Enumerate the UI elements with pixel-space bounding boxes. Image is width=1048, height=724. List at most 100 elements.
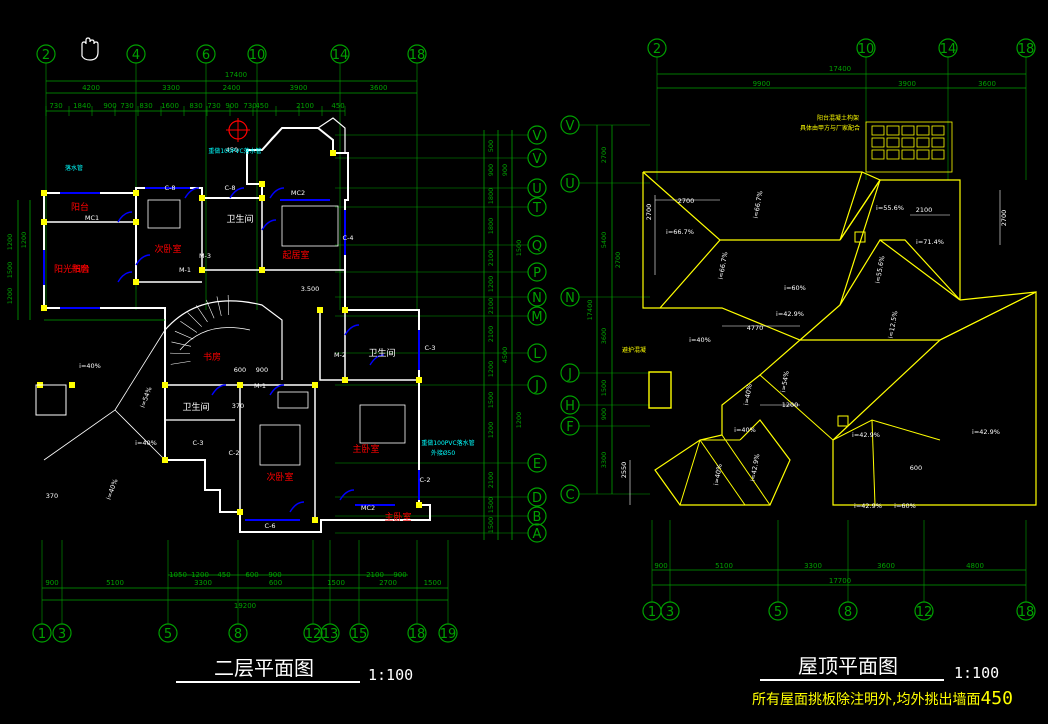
left-dim-top2: 450 xyxy=(255,102,268,110)
pergola-cell xyxy=(871,125,885,136)
second-floor-walls xyxy=(35,117,431,533)
left-dim-bottom1: 1050 xyxy=(169,571,187,579)
pergola-cell xyxy=(901,149,915,160)
pergola-frame xyxy=(865,121,953,173)
right-vdim: 1500 xyxy=(600,380,608,397)
room-label: 卫生间 xyxy=(226,213,253,225)
roof-slope-label: i=12.5% xyxy=(887,310,900,339)
column xyxy=(41,219,47,225)
slope-label: i=40% xyxy=(135,439,157,447)
room-label: 主卧室 xyxy=(384,511,411,523)
annotation-label: 600 xyxy=(234,366,246,374)
left-grid-row-E-label: E xyxy=(533,457,541,472)
pergola-cell xyxy=(886,149,900,160)
left-dim-top2: 730 xyxy=(49,102,62,110)
right-vdim: 2700 xyxy=(600,147,608,164)
roof-hip xyxy=(832,419,941,441)
room-label: 书房 xyxy=(203,351,221,363)
bay-window xyxy=(317,117,346,153)
annotation-label: MC2 xyxy=(361,504,375,512)
bed xyxy=(359,404,406,444)
annotation-label: C-8 xyxy=(224,184,235,192)
pergola-cell xyxy=(871,149,885,160)
left-grid-row-J-circle xyxy=(527,375,547,395)
left-vdim: 1200 xyxy=(515,412,523,429)
annotation-label: C-3 xyxy=(192,439,203,447)
column xyxy=(133,219,139,225)
roof-inner-dim: 2100 xyxy=(916,206,933,214)
right-plan-scale: 1:100 xyxy=(954,664,1000,682)
left-dim-top2: 830 xyxy=(189,102,202,110)
roof-slope-label: i=60% xyxy=(894,502,916,510)
annotation-label: C-3 xyxy=(424,344,435,352)
roof-hip xyxy=(679,439,740,506)
room-label: 次卧室 xyxy=(154,243,181,255)
left-grid-row-V-label: V xyxy=(533,129,542,144)
left-grid-row-A-label: A xyxy=(533,527,542,542)
roof-note: 避护混凝 xyxy=(622,346,646,354)
cyan-note: 重做100PVC落水管 xyxy=(208,147,261,155)
column xyxy=(237,382,243,388)
right-grid-row-V-label: V xyxy=(566,119,575,134)
room-label: 阳光阳台 xyxy=(54,263,90,275)
column xyxy=(416,502,422,508)
skylight xyxy=(35,384,67,416)
room-label: 书房 xyxy=(71,263,89,275)
left-grid-row-P-label: P xyxy=(533,266,541,281)
annotation-label: M-1 xyxy=(254,382,266,390)
door-swing xyxy=(339,489,355,501)
pergola-cell xyxy=(871,137,885,148)
left-axis-bottom-18-label: 18 xyxy=(409,627,426,642)
right-axis-top-18-label: 18 xyxy=(1018,42,1035,57)
left-dim-bottom2: 1500 xyxy=(327,579,345,587)
roof-inner-dim: 2700 xyxy=(1000,210,1008,227)
left-dim-top2: 1600 xyxy=(161,102,179,110)
right-axis-bottom-5-label: 5 xyxy=(774,605,782,620)
left-axis-bottom-19-label: 19 xyxy=(440,627,457,642)
right-dim-bottom1: 3600 xyxy=(877,562,895,570)
pergola-cell xyxy=(931,137,945,148)
left-dim-top2: 1840 xyxy=(73,102,91,110)
left-vdim: 900 xyxy=(487,164,495,176)
right-axis-bottom-12-label: 12 xyxy=(916,605,933,620)
roof-hip xyxy=(871,419,876,506)
left-dim-top1: 3600 xyxy=(370,84,388,92)
annotation-label: M-2 xyxy=(334,351,346,359)
left-grid-row-J-label: J xyxy=(534,379,539,394)
left-axis-top-10-label: 10 xyxy=(249,48,266,63)
stair-tread xyxy=(216,296,222,317)
left-vdim: 500 xyxy=(487,140,495,152)
roof-valley xyxy=(759,374,834,441)
left-axis-bottom-3-label: 3 xyxy=(58,627,66,642)
left-dim-total: 17400 xyxy=(225,71,247,79)
hand-cursor-icon xyxy=(81,37,99,61)
column xyxy=(69,382,75,388)
roof-slope-label: i=40% xyxy=(689,336,711,344)
left-axis-bottom-12-label: 12 xyxy=(305,627,322,642)
door-swing xyxy=(344,324,360,336)
left-vdim: 1200 xyxy=(487,422,495,439)
left-dim-bottom2: 5100 xyxy=(106,579,124,587)
right-axis-bottom-3-label: 3 xyxy=(666,605,674,620)
left-dim-top1: 3300 xyxy=(162,84,180,92)
roof-slope-label: i=71.4% xyxy=(916,238,944,246)
room-label: 主卧室 xyxy=(352,443,379,455)
annotation-label: C-4 xyxy=(342,234,353,242)
right-axis-top-2-label: 2 xyxy=(653,42,661,57)
annotation-label: MC2 xyxy=(291,189,305,197)
slope-label: i=40% xyxy=(79,362,101,370)
right-dim-bottom1: 900 xyxy=(654,562,667,570)
left-grid-row-B-label: B xyxy=(533,510,542,525)
left-grid-row-U-label: U xyxy=(532,182,542,197)
roof-hip xyxy=(839,179,961,300)
left-axis-bottom-1-label: 1 xyxy=(38,627,46,642)
left-dim-top2: 730 xyxy=(243,102,256,110)
annotation-label: C-6 xyxy=(264,522,275,530)
annotation-label: C-8 xyxy=(164,184,175,192)
left-dim-top2: 900 xyxy=(103,102,116,110)
column xyxy=(41,305,47,311)
canopy-ridge xyxy=(43,409,166,461)
slope-label: i=40% xyxy=(105,478,120,501)
right-dim-bottom1: 5100 xyxy=(715,562,733,570)
